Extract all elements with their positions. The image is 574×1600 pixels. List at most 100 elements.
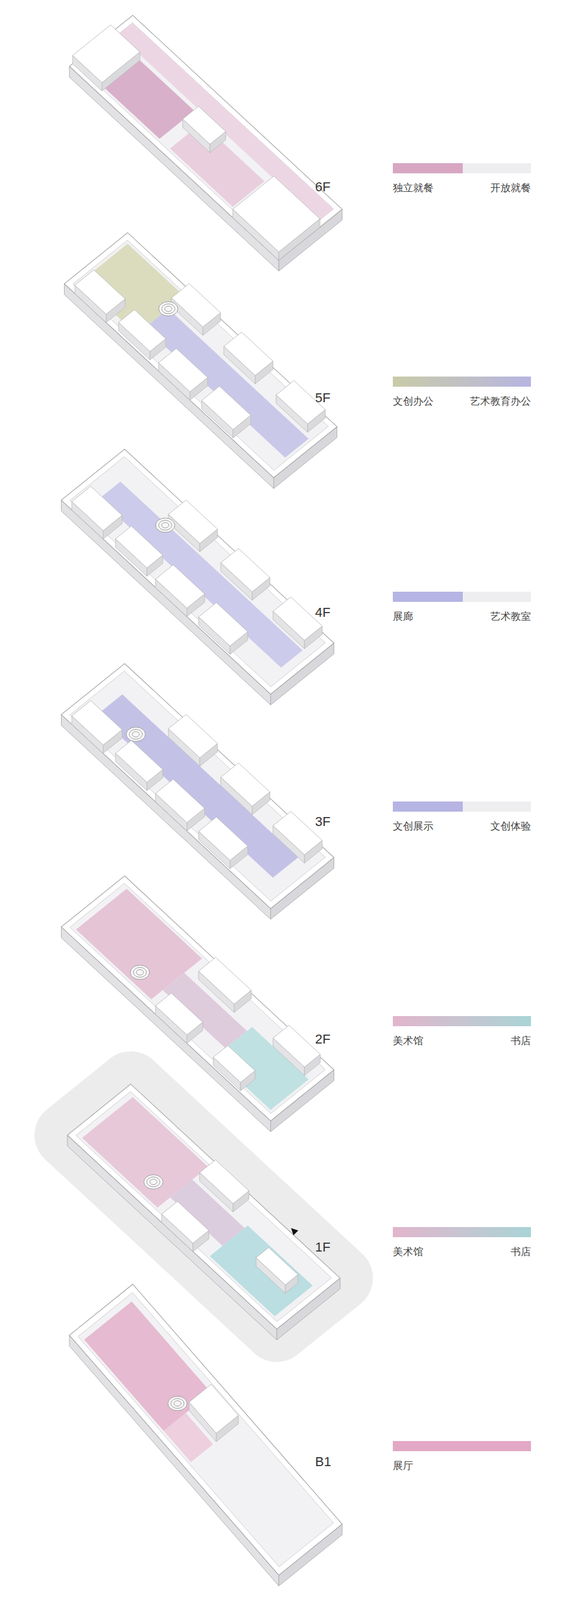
spiral-stair xyxy=(133,968,147,979)
room-top xyxy=(198,957,252,1005)
floor-label: 3F xyxy=(315,814,331,830)
room-top xyxy=(273,811,323,856)
legend-swatch xyxy=(392,1441,531,1452)
floor-plate xyxy=(61,449,335,706)
legend-swatch xyxy=(462,376,531,387)
room-top xyxy=(155,993,203,1036)
floor-label: B1 xyxy=(315,1454,332,1471)
plate-top xyxy=(61,663,335,909)
spiral-stair xyxy=(171,1399,185,1410)
spiral-stair xyxy=(144,1175,164,1190)
room-top xyxy=(115,526,163,569)
spiral-stair xyxy=(147,1177,161,1188)
room-top xyxy=(198,602,248,647)
plate-top xyxy=(61,449,335,695)
room-top xyxy=(220,548,270,593)
room-top xyxy=(115,740,163,783)
room-top xyxy=(198,817,248,861)
floor-surface xyxy=(69,671,326,902)
room-top xyxy=(168,714,218,759)
floor-plate xyxy=(69,15,343,272)
spiral-stair xyxy=(158,520,172,531)
legend-text: 展廊 xyxy=(392,609,414,624)
room-top xyxy=(155,779,205,824)
room-top xyxy=(171,284,221,328)
legend-text: 文创展示 xyxy=(392,819,434,834)
legend-text: 书店 xyxy=(510,1245,531,1260)
room-top xyxy=(255,1247,298,1286)
room-top xyxy=(161,1201,209,1244)
floor-label: 2F xyxy=(315,1032,331,1048)
room-top xyxy=(213,1045,256,1083)
legend-swatch xyxy=(462,801,531,812)
legend-swatch xyxy=(392,163,463,174)
legend-text: 展厅 xyxy=(392,1459,414,1474)
floor-plate xyxy=(64,232,338,489)
room-top xyxy=(232,176,320,253)
room-top xyxy=(71,486,122,531)
plate-top xyxy=(69,15,343,261)
legend-swatch xyxy=(392,1016,463,1027)
spiral-stair xyxy=(126,727,146,743)
legend-swatch xyxy=(462,1016,531,1027)
spiral-stair xyxy=(173,1401,182,1407)
legend-text: 独立就餐 xyxy=(392,181,434,195)
floor-plate xyxy=(67,1084,341,1341)
room-top xyxy=(158,348,208,393)
floor-label: 5F xyxy=(315,390,331,406)
floor-label: 6F xyxy=(315,179,331,195)
legend-text: 文创体验 xyxy=(490,819,531,834)
ground-shadow xyxy=(67,1084,341,1330)
plate-top xyxy=(67,1084,341,1330)
legend-text: 艺术教育办公 xyxy=(469,394,531,409)
floor-surface xyxy=(75,1091,332,1322)
function-zone xyxy=(96,694,298,879)
room-top xyxy=(155,565,205,609)
legend-text: 艺术教室 xyxy=(490,609,531,624)
floor-label: 4F xyxy=(315,605,331,621)
room-top xyxy=(199,1160,250,1205)
legend-swatch xyxy=(462,1227,531,1238)
spiral-stair xyxy=(168,1396,188,1412)
legend-swatch xyxy=(462,591,531,603)
spiral-stair xyxy=(130,965,150,980)
plate-top xyxy=(64,232,338,478)
room-top xyxy=(74,269,125,314)
spiral-stair xyxy=(132,731,140,738)
room-top xyxy=(118,309,166,352)
floor-plate xyxy=(61,663,335,920)
room-top xyxy=(273,1025,321,1068)
spiral-stair xyxy=(150,1179,158,1186)
spiral-stair xyxy=(155,518,175,533)
room-top xyxy=(223,332,273,377)
room-top xyxy=(72,25,140,84)
spiral-stair xyxy=(129,729,143,740)
legend-text: 美术馆 xyxy=(392,1034,424,1049)
room-top xyxy=(182,106,227,145)
floor-surface xyxy=(72,240,329,471)
room-top xyxy=(168,500,218,545)
spiral-stair xyxy=(158,301,178,317)
room-top xyxy=(71,700,122,746)
room-top xyxy=(188,1384,239,1434)
legend-text: 开放就餐 xyxy=(490,181,531,195)
floor-label: 1F xyxy=(315,1240,331,1256)
function-zone xyxy=(144,309,309,459)
legend-swatch xyxy=(462,163,531,174)
function-zone xyxy=(98,481,303,668)
entrance-arrow xyxy=(291,1228,299,1236)
spiral-stair xyxy=(136,969,144,976)
legend-text: 文创办公 xyxy=(392,394,434,409)
legend-swatch xyxy=(392,801,463,812)
spiral-stair xyxy=(164,306,172,312)
legend-swatch xyxy=(392,376,463,387)
legend-swatch xyxy=(392,1227,463,1238)
legend-swatch xyxy=(392,591,463,603)
spiral-stair xyxy=(161,522,169,528)
function-zone xyxy=(209,1226,313,1318)
floor-surface xyxy=(69,456,326,688)
floor-plate xyxy=(69,1284,343,1587)
floor-surface xyxy=(78,1293,334,1568)
plate-top xyxy=(69,1284,343,1577)
